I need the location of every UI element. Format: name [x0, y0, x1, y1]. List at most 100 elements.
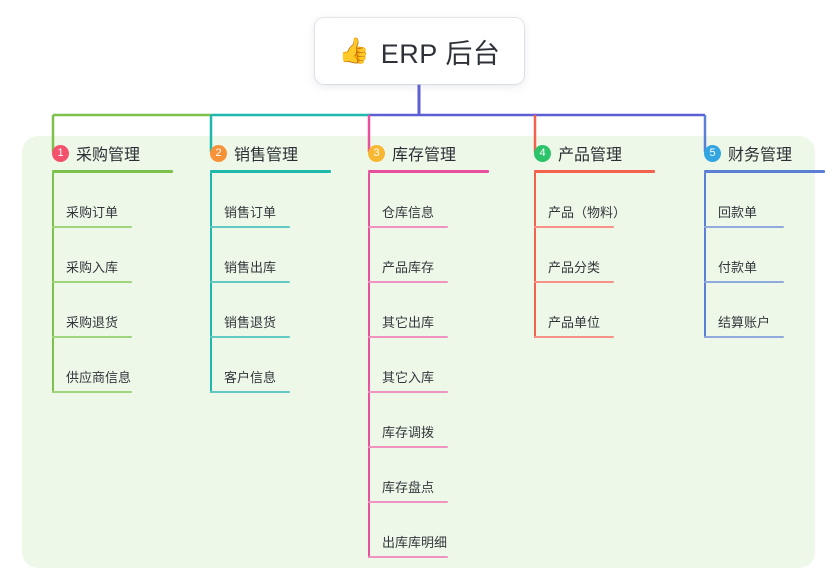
leaf-item-label: 产品分类: [548, 260, 601, 276]
leaf-item-underline: [210, 391, 290, 393]
branch-badge-4: 4: [534, 144, 551, 162]
branch-title-1: 采购管理: [76, 147, 141, 164]
leaf-item[interactable]: 库存盘点: [368, 448, 502, 503]
leaf-item-label: 仓库信息: [382, 205, 435, 221]
leaf-item-label: 销售订单: [224, 205, 277, 221]
branch-items-2: 销售订单销售出库销售退货客户信息: [194, 173, 344, 393]
leaf-item-label: 客户信息: [224, 370, 277, 386]
leaf-item-underline: [704, 226, 784, 228]
root-node-content: 👍 ERP 后台: [339, 32, 501, 71]
leaf-item-underline: [534, 226, 614, 228]
leaf-item-label: 供应商信息: [66, 370, 132, 386]
branch-underline-2: [210, 170, 331, 173]
leaf-item[interactable]: 结算账户: [704, 283, 838, 338]
leaf-item-underline: [704, 336, 784, 338]
leaf-item[interactable]: 采购订单: [52, 173, 186, 228]
leaf-item[interactable]: 产品库存: [368, 228, 502, 283]
leaf-item-underline: [52, 391, 132, 393]
leaf-item-label: 其它出库: [382, 315, 435, 331]
leaf-item[interactable]: 销售出库: [210, 228, 344, 283]
root-node-card[interactable]: 👍 ERP 后台: [315, 18, 524, 84]
branch-column-5: 5 财务管理回款单付款单结算账户: [688, 136, 838, 338]
branch-spine-2: [210, 173, 212, 393]
branch-columns: 1 采购管理采购订单采购入库采购退货供应商信息 2 销售管理销售订单销售出库销售退货客…: [22, 136, 825, 568]
branch-underline-3: [368, 170, 489, 173]
leaf-item[interactable]: 产品分类: [534, 228, 668, 283]
branch-title-3: 库存管理: [392, 147, 457, 164]
thumbs-up-icon: 👍: [338, 36, 370, 65]
leaf-item-label: 库存盘点: [382, 480, 435, 496]
leaf-item-label: 产品单位: [548, 315, 601, 331]
leaf-item-label: 采购退货: [66, 315, 119, 331]
leaf-item-underline: [52, 226, 132, 228]
branch-spine-3: [368, 173, 370, 558]
branch-column-2: 2 销售管理销售订单销售出库销售退货客户信息: [194, 136, 344, 393]
leaf-item[interactable]: 供应商信息: [52, 338, 186, 393]
leaf-item-underline: [534, 281, 614, 283]
leaf-item[interactable]: 付款单: [704, 228, 838, 283]
branch-items-1: 采购订单采购入库采购退货供应商信息: [36, 173, 186, 393]
branch-badge-2: 2: [210, 144, 227, 162]
leaf-item-underline: [210, 336, 290, 338]
leaf-item[interactable]: 其它出库: [368, 283, 502, 338]
leaf-item-label: 销售出库: [224, 260, 277, 276]
leaf-item-label: 付款单: [718, 260, 758, 276]
leaf-item[interactable]: 产品单位: [534, 283, 668, 338]
branch-underline-1: [52, 170, 173, 173]
leaf-item-label: 产品（物料）: [548, 205, 627, 221]
leaf-item[interactable]: 库存调拨: [368, 393, 502, 448]
branch-badge-1: 1: [52, 144, 69, 162]
leaf-item[interactable]: 采购入库: [52, 228, 186, 283]
branch-column-1: 1 采购管理采购订单采购入库采购退货供应商信息: [36, 136, 186, 393]
branch-header-3[interactable]: 3 库存管理: [352, 136, 502, 170]
branch-title-2: 销售管理: [234, 147, 299, 164]
branch-items-5: 回款单付款单结算账户: [688, 173, 838, 338]
leaf-item-label: 销售退货: [224, 315, 277, 331]
branch-underline-4: [534, 170, 655, 173]
leaf-item-label: 产品库存: [382, 260, 435, 276]
leaf-item[interactable]: 其它入库: [368, 338, 502, 393]
branch-badge-3: 3: [368, 144, 385, 162]
leaf-item-label: 采购入库: [66, 260, 119, 276]
leaf-item[interactable]: 产品（物料）: [534, 173, 668, 228]
leaf-item-underline: [52, 281, 132, 283]
branch-header-2[interactable]: 2 销售管理: [194, 136, 344, 170]
leaf-item[interactable]: 回款单: [704, 173, 838, 228]
leaf-item-label: 回款单: [718, 205, 758, 221]
leaf-item-label: 出库库明细: [382, 535, 448, 551]
leaf-item-underline: [704, 281, 784, 283]
leaf-item-underline: [368, 226, 448, 228]
leaf-item-label: 采购订单: [66, 205, 119, 221]
leaf-item-underline: [210, 226, 290, 228]
leaf-item[interactable]: 客户信息: [210, 338, 344, 393]
leaf-item[interactable]: 出库库明细: [368, 503, 502, 558]
leaf-item-underline: [368, 336, 448, 338]
branch-header-1[interactable]: 1 采购管理: [36, 136, 186, 170]
branch-badge-5: 5: [704, 144, 721, 162]
leaf-item-underline: [368, 501, 448, 503]
leaf-item-underline: [52, 336, 132, 338]
leaf-item-label: 结算账户: [718, 315, 771, 331]
branch-header-5[interactable]: 5 财务管理: [688, 136, 838, 170]
leaf-item[interactable]: 采购退货: [52, 283, 186, 338]
leaf-item-underline: [534, 336, 614, 338]
leaf-item-underline: [210, 281, 290, 283]
branch-spine-5: [704, 173, 706, 338]
leaf-item[interactable]: 销售订单: [210, 173, 344, 228]
branch-underline-5: [704, 170, 825, 173]
leaf-item-underline: [368, 391, 448, 393]
leaf-item[interactable]: 仓库信息: [368, 173, 502, 228]
leaf-item[interactable]: 销售退货: [210, 283, 344, 338]
branch-column-3: 3 库存管理仓库信息产品库存其它出库其它入库库存调拨库存盘点出库库明细: [352, 136, 502, 558]
branch-items-4: 产品（物料） 产品分类产品单位: [518, 173, 668, 338]
root-node-title: ERP 后台: [380, 38, 501, 69]
branch-items-3: 仓库信息产品库存其它出库其它入库库存调拨库存盘点出库库明细: [352, 173, 502, 558]
leaf-item-underline: [368, 446, 448, 448]
leaf-item-label: 其它入库: [382, 370, 435, 386]
leaf-item-underline: [368, 556, 448, 558]
diagram-panel: [22, 136, 815, 568]
branch-title-5: 财务管理: [728, 147, 793, 164]
leaf-item-label: 库存调拨: [382, 425, 435, 441]
